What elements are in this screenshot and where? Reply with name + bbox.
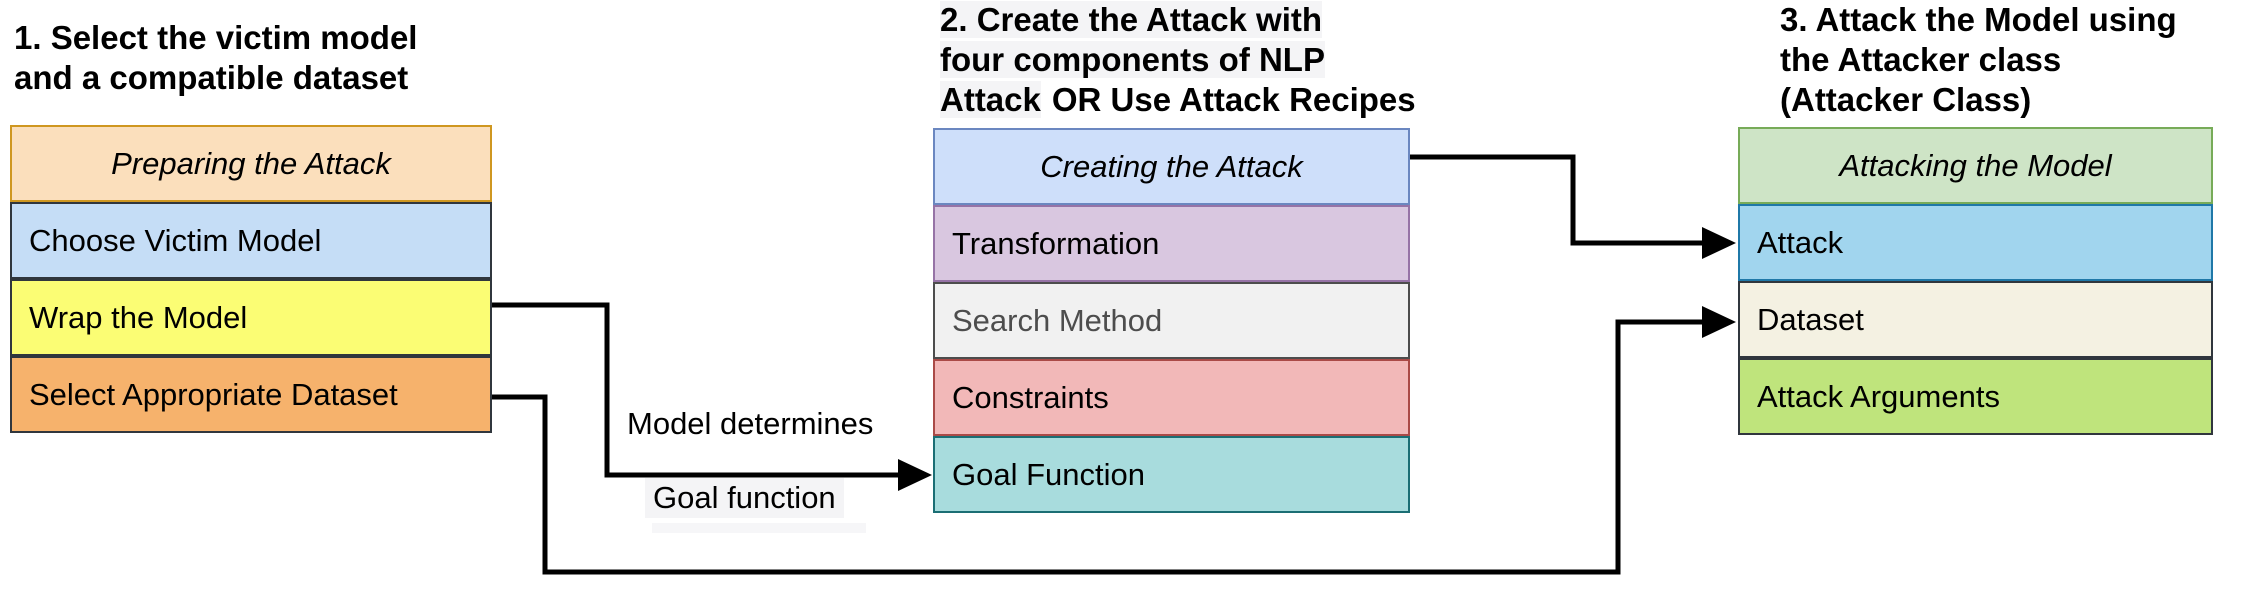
background-artifact-strip xyxy=(652,523,866,533)
connector-label-goal-function: Goal function xyxy=(645,478,844,518)
step2-heading-line3-attack: Attack xyxy=(940,81,1041,118)
step3-heading: 3. Attack the Model using the Attacker c… xyxy=(1780,0,2177,120)
box-select-appropriate-dataset: Select Appropriate Dataset xyxy=(10,356,492,433)
step3-heading-line3: (Attacker Class) xyxy=(1780,81,2032,118)
constraints-label: Constraints xyxy=(952,379,1109,415)
connector-wrap-model-to-goal-function xyxy=(492,302,902,478)
preparing-the-attack-group: Preparing the Attack Choose Victim Model… xyxy=(10,125,492,433)
step1-heading-line2: and a compatible dataset xyxy=(14,59,409,96)
attacking-the-model-label: Attacking the Model xyxy=(1839,147,2112,183)
box-attack-arguments: Attack Arguments xyxy=(1738,358,2213,435)
transformation-label: Transformation xyxy=(952,225,1160,261)
attack-arguments-label: Attack Arguments xyxy=(1757,378,2000,414)
box-goal-function: Goal Function xyxy=(933,436,1410,513)
dataset-label: Dataset xyxy=(1757,301,1864,337)
box-wrap-the-model: Wrap the Model xyxy=(10,279,492,356)
box-dataset: Dataset xyxy=(1738,281,2213,358)
step2-heading-line2: four components of NLP xyxy=(940,41,1325,78)
box-attacking-the-model: Attacking the Model xyxy=(1738,127,2213,204)
attacking-the-model-group: Attacking the Model Attack Dataset Attac… xyxy=(1738,127,2213,435)
step1-heading-line1: 1. Select the victim model xyxy=(14,19,418,56)
step2-heading-line1: 2. Create the Attack with xyxy=(940,1,1323,38)
arrowhead-dataset xyxy=(1702,306,1736,338)
creating-the-attack-label: Creating the Attack xyxy=(1040,148,1303,184)
search-method-label: Search Method xyxy=(952,302,1163,338)
step3-heading-line2: the Attacker class xyxy=(1780,41,2062,78)
box-search-method: Search Method xyxy=(933,282,1410,359)
step2-heading: 2. Create the Attack with four component… xyxy=(940,0,1416,120)
choose-victim-model-label: Choose Victim Model xyxy=(29,222,322,258)
box-preparing-the-attack: Preparing the Attack xyxy=(10,125,492,202)
connector-label-model-determines: Model determines xyxy=(627,406,874,441)
wrap-the-model-label: Wrap the Model xyxy=(29,299,248,335)
box-transformation: Transformation xyxy=(933,205,1410,282)
step3-heading-line1: 3. Attack the Model using xyxy=(1780,1,2177,38)
step1-heading: 1. Select the victim model and a compati… xyxy=(14,18,417,98)
arrowhead-attack xyxy=(1702,227,1736,259)
box-creating-the-attack: Creating the Attack xyxy=(933,128,1410,205)
box-attack: Attack xyxy=(1738,204,2213,281)
box-constraints: Constraints xyxy=(933,359,1410,436)
connector-creating-attack-to-attack xyxy=(1410,154,1706,246)
goal-function-label: Goal Function xyxy=(952,456,1145,492)
preparing-the-attack-label: Preparing the Attack xyxy=(111,145,391,181)
step2-heading-line3-or-use-recipes: OR Use Attack Recipes xyxy=(1051,81,1416,118)
creating-the-attack-group: Creating the Attack Transformation Searc… xyxy=(933,128,1410,513)
box-choose-victim-model: Choose Victim Model xyxy=(10,202,492,279)
select-appropriate-dataset-label: Select Appropriate Dataset xyxy=(29,376,398,412)
arrowhead-goal-function xyxy=(898,459,932,491)
attack-label: Attack xyxy=(1757,224,1844,260)
